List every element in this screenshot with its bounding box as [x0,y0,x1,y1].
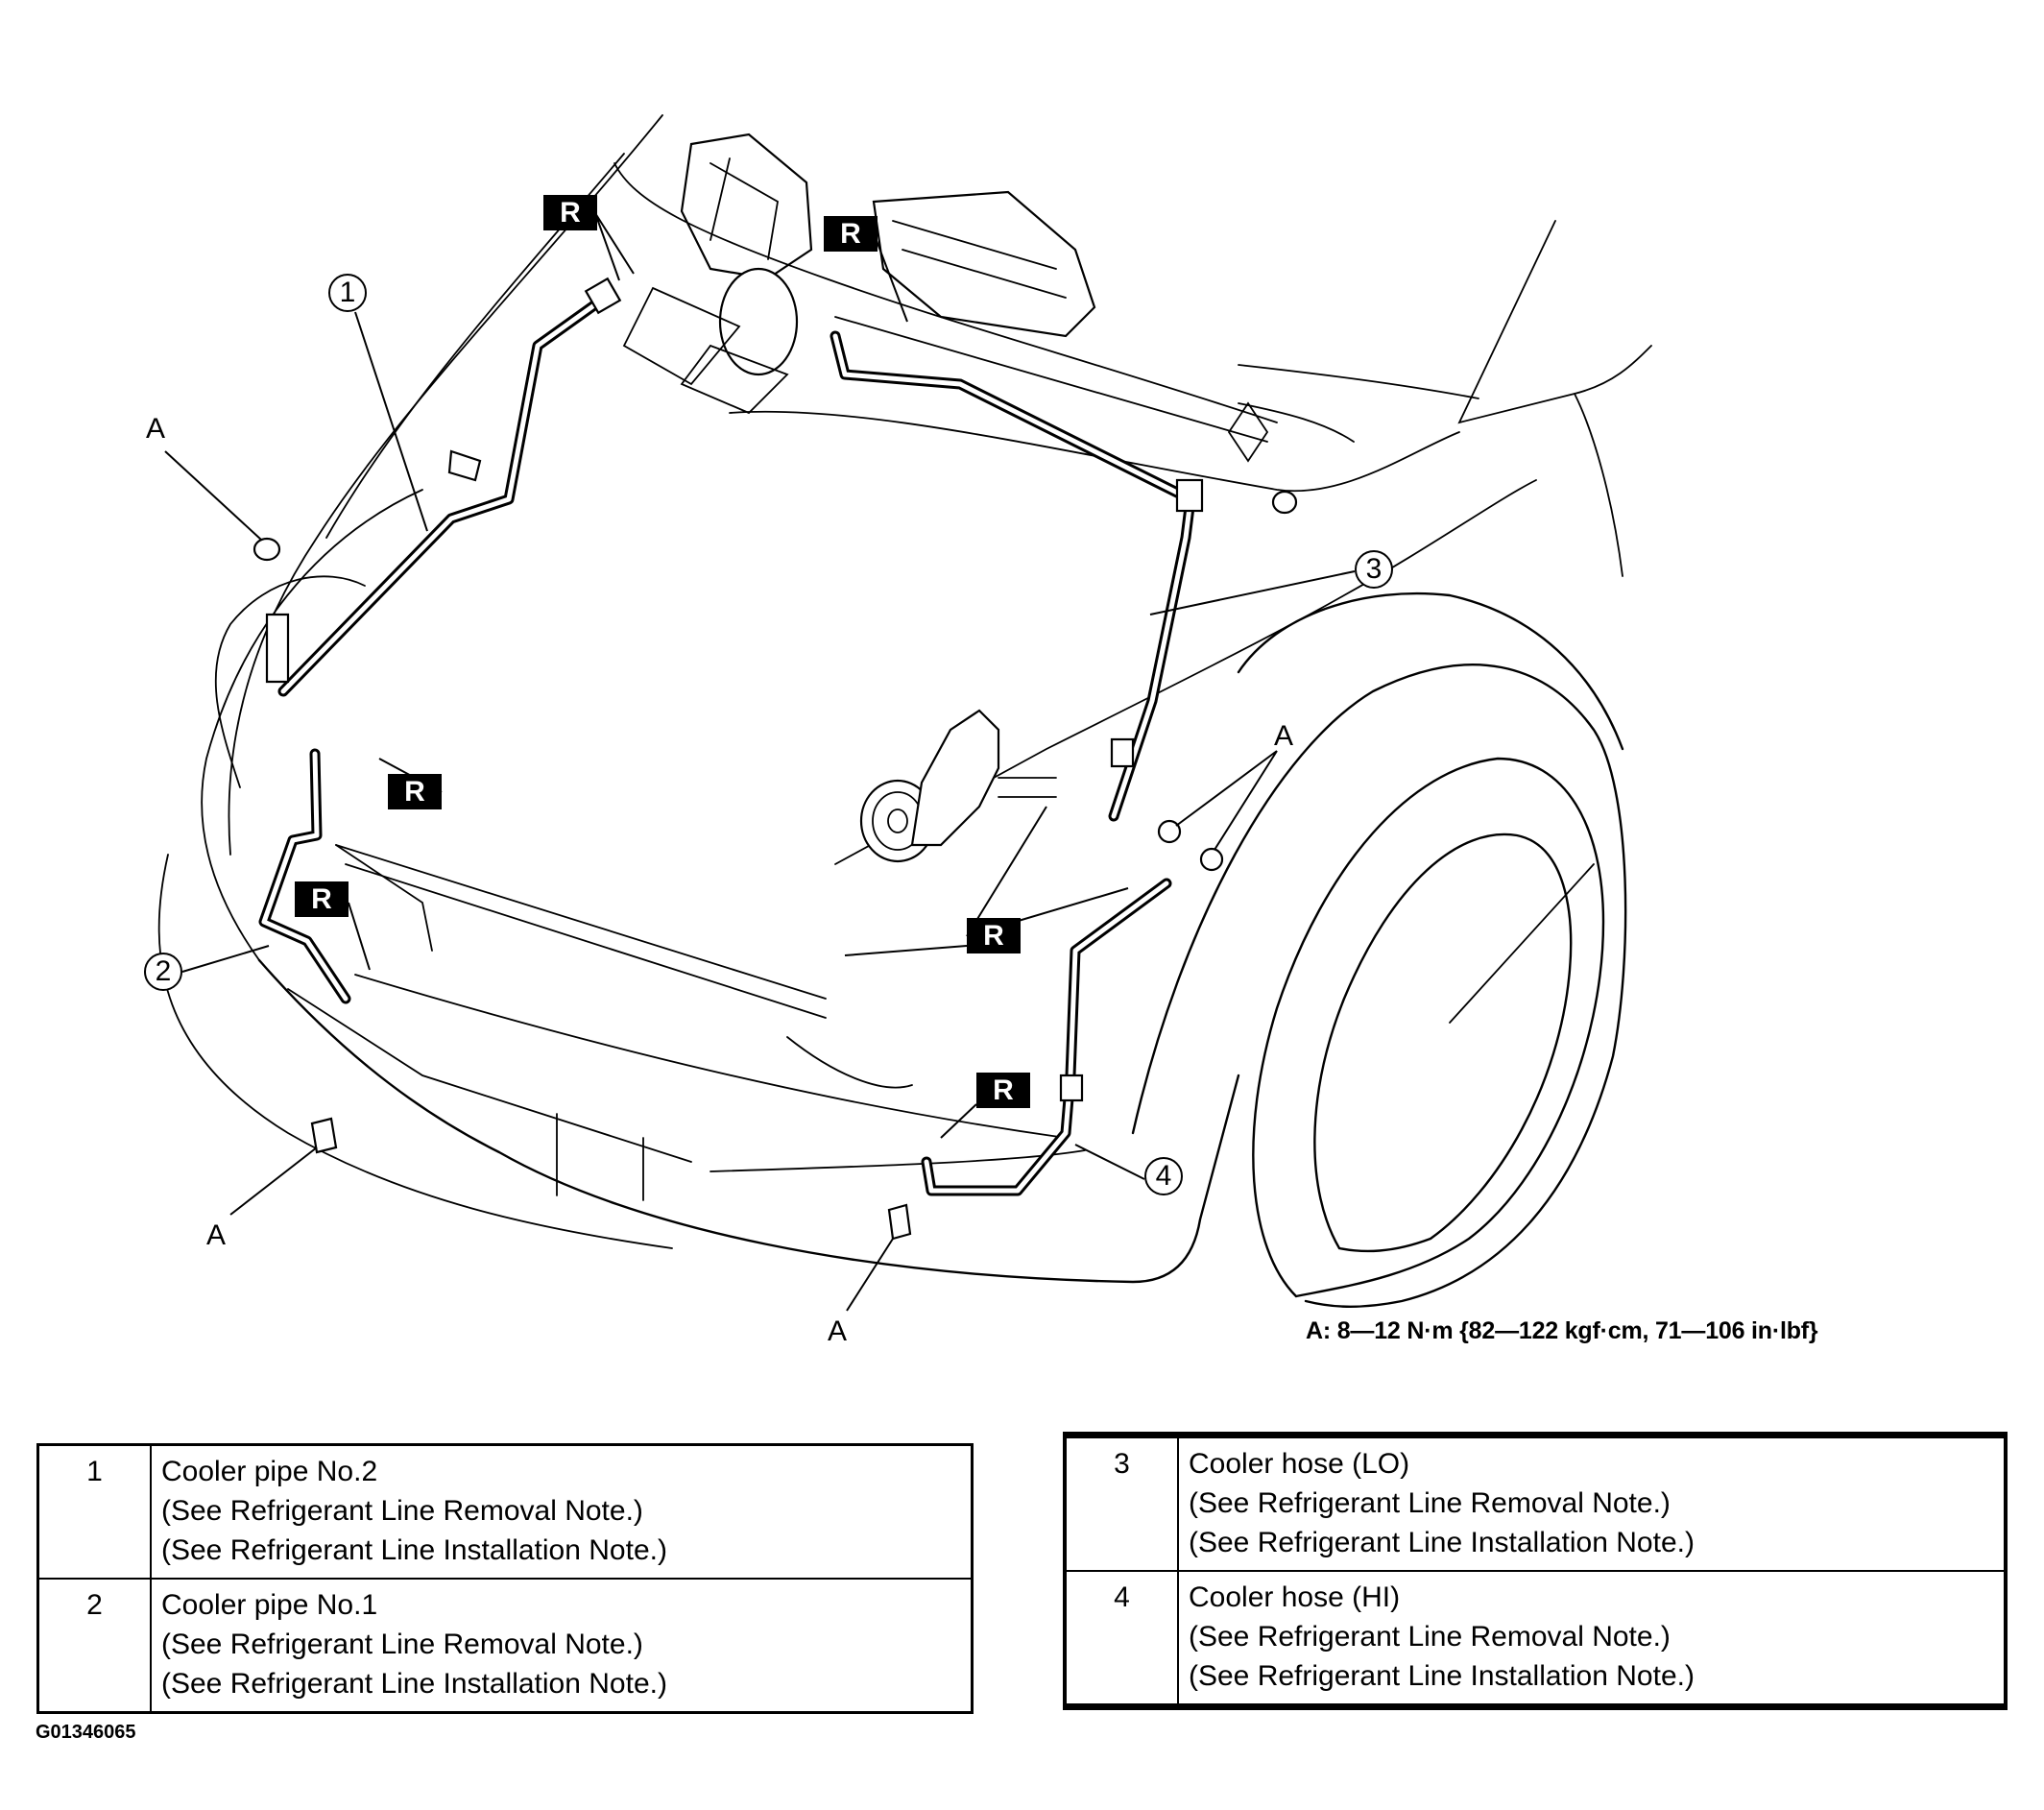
cooler-hose-lo [830,330,1269,822]
part-name: Cooler hose (HI) [1189,1581,1401,1613]
part-number: 4 [1064,1570,1179,1708]
callout-1-number: 1 [339,277,356,308]
condenser [335,844,913,1089]
cooler-hose-hi [921,878,1172,1196]
ac-compressor [859,709,1057,863]
callout-2: 2 [144,953,182,991]
parts-table-right: 3 Cooler hose (LO) (See Refrigerant Line… [1063,1432,2008,1710]
removal-note-link[interactable]: (See Refrigerant Line Removal Note.) [161,1495,643,1527]
part-description: Cooler pipe No.2 (See Refrigerant Line R… [150,1443,974,1580]
replace-badge: R [543,195,597,230]
removal-note-link[interactable]: (See Refrigerant Line Removal Note.) [161,1629,643,1660]
removal-note-link[interactable]: (See Refrigerant Line Removal Note.) [1189,1487,1671,1519]
table-row: 4 Cooler hose (HI) (See Refrigerant Line… [1064,1570,2007,1708]
callout-2-number: 2 [155,955,172,987]
installation-note-link[interactable]: (See Refrigerant Line Installation Note.… [1189,1527,1695,1558]
callout-3-number: 3 [1365,553,1383,585]
cooler-pipe-no2 [265,277,622,697]
replace-badge-label: R [560,196,581,229]
part-description: Cooler pipe No.1 (See Refrigerant Line R… [150,1578,974,1714]
callout-4-number: 4 [1155,1160,1172,1192]
part-name: Cooler pipe No.2 [161,1456,378,1487]
replace-badge: R [295,881,349,917]
cooler-pipe-no1 [258,748,433,1004]
callout-3: 3 [1355,550,1393,589]
replace-badge-label: R [993,1074,1014,1106]
replace-badge: R [976,1073,1030,1108]
installation-note-link[interactable]: (See Refrigerant Line Installation Note.… [161,1668,667,1700]
front-wheel [1131,591,1627,1308]
hvac-unit [613,133,1278,443]
table-row: 1 Cooler pipe No.2 (See Refrigerant Line… [36,1443,974,1580]
vehicle-body-outline [157,114,1652,1284]
callout-4: 4 [1144,1157,1183,1195]
replace-badge-label: R [840,217,861,250]
table-row: 3 Cooler hose (LO) (See Refrigerant Line… [1064,1434,2007,1572]
table-row: 2 Cooler pipe No.1 (See Refrigerant Line… [36,1578,974,1714]
part-name: Cooler hose (LO) [1189,1448,1410,1480]
leader-lines [164,212,1356,1312]
installation-note-link[interactable]: (See Refrigerant Line Installation Note.… [161,1534,667,1566]
replace-badge: R [967,918,1021,953]
part-description: Cooler hose (HI) (See Refrigerant Line R… [1177,1570,2007,1708]
replace-badge: R [824,216,878,252]
callout-1: 1 [328,274,367,312]
installation-note-link[interactable]: (See Refrigerant Line Installation Note.… [1189,1660,1695,1692]
figure-id: G01346065 [36,1722,136,1743]
part-number: 3 [1064,1434,1179,1572]
torque-marker-a-lower-left: A [206,1219,227,1251]
removal-note-link[interactable]: (See Refrigerant Line Removal Note.) [1189,1621,1671,1653]
parts-table-left: 1 Cooler pipe No.2 (See Refrigerant Line… [36,1443,974,1714]
bolts [252,449,1298,1241]
torque-specification: A: 8—12 N·m {82—122 kgf·cm, 71—106 in·lb… [1306,1317,1818,1344]
part-description: Cooler hose (LO) (See Refrigerant Line R… [1177,1434,2007,1572]
replace-badge-label: R [311,882,332,915]
part-name: Cooler pipe No.1 [161,1589,378,1621]
part-number: 2 [36,1578,152,1714]
refrigerant-line-diagram [157,114,1652,1312]
part-number: 1 [36,1443,152,1580]
torque-marker-a-bottom: A [828,1315,848,1347]
replace-badge-label: R [404,775,425,808]
torque-marker-a-upper-left: A [146,413,166,445]
torque-marker-a-right: A [1274,720,1294,752]
replace-badge: R [388,774,442,809]
replace-badge-label: R [983,919,1004,952]
